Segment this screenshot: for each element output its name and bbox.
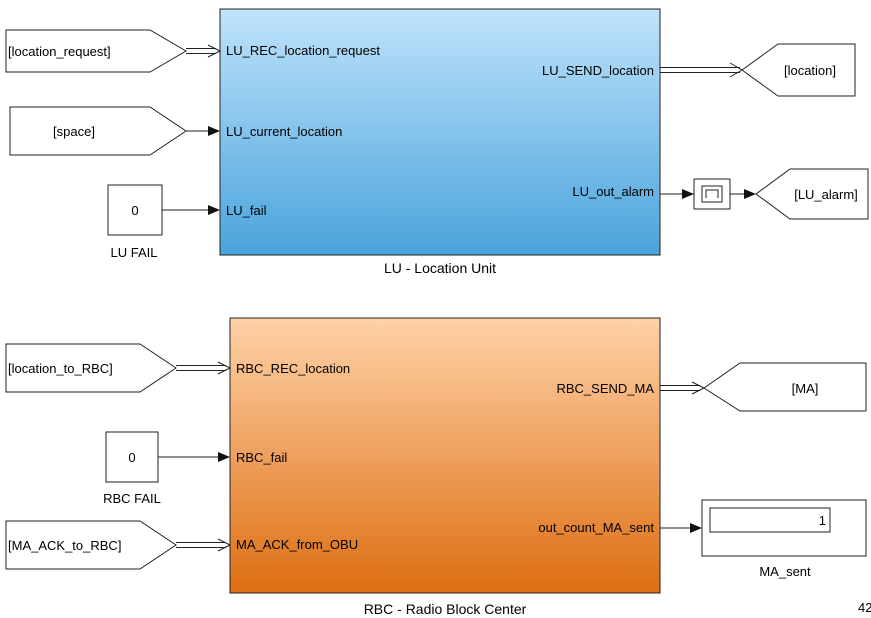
from-tag-ma-ack-to-rbc-label: [MA_ACK_to_RBC] <box>8 538 121 553</box>
constant-rbc-fail[interactable]: 0 <box>105 431 159 483</box>
rbc-input-port-1: RBC_REC_location <box>236 361 350 376</box>
memory-icon <box>701 185 723 203</box>
signal-line-alarm <box>660 189 694 199</box>
from-tag-location-request[interactable]: [location_request] <box>5 29 187 73</box>
from-tag-location-to-rbc[interactable]: [location_to_RBC] <box>5 343 177 393</box>
from-tag-location-to-rbc-label: [location_to_RBC] <box>8 361 113 376</box>
goto-tag-lu-alarm[interactable]: [LU_alarm] <box>755 168 869 220</box>
goto-tag-location-label: [location] <box>784 63 836 78</box>
signal-line-lu-fail <box>162 205 220 215</box>
goto-tag-ma-label: [MA] <box>792 381 819 396</box>
signal-line-alarm-out <box>730 189 756 199</box>
lu-input-port-2: LU_current_location <box>226 124 342 139</box>
rbc-subsystem-block[interactable]: RBC_REC_location RBC_fail MA_ACK_from_OB… <box>229 317 661 594</box>
signal-line-rbc-fail <box>158 452 230 462</box>
rbc-input-port-3: MA_ACK_from_OBU <box>236 537 358 552</box>
lu-output-port-1: LU_SEND_location <box>542 63 654 78</box>
display-ma-sent[interactable]: 1 <box>701 499 867 557</box>
constant-lu-fail-label: LU FAIL <box>111 245 158 260</box>
display-ma-sent-label: MA_sent <box>759 564 811 579</box>
constant-lu-fail[interactable]: 0 <box>107 184 163 236</box>
bus-line-location-to-rbc <box>176 361 232 375</box>
signal-line-space <box>186 126 220 136</box>
constant-rbc-fail-label: RBC FAIL <box>103 491 161 506</box>
display-ma-sent-value: 1 <box>819 513 826 528</box>
constant-rbc-fail-value: 0 <box>128 450 135 465</box>
rbc-block-title: RBC - Radio Block Center <box>364 601 527 617</box>
bus-line-ma-out <box>660 381 706 395</box>
bus-line-location-out <box>660 62 743 78</box>
lu-input-port-1: LU_REC_location_request <box>226 43 380 58</box>
from-tag-location-request-label: [location_request] <box>8 44 111 59</box>
goto-tag-ma[interactable]: [MA] <box>703 362 867 412</box>
memory-block[interactable] <box>693 178 731 210</box>
lu-output-port-2: LU_out_alarm <box>572 184 654 199</box>
lu-block-title: LU - Location Unit <box>384 260 496 276</box>
goto-tag-lu-alarm-label: [LU_alarm] <box>794 187 858 202</box>
lu-subsystem-block[interactable]: LU_REC_location_request LU_current_locat… <box>219 8 661 256</box>
rbc-output-port-1: RBC_SEND_MA <box>556 381 654 396</box>
goto-tag-location[interactable]: [location] <box>741 43 856 97</box>
bus-line-location-request <box>186 44 222 58</box>
from-tag-ma-ack-to-rbc[interactable]: [MA_ACK_to_RBC] <box>5 520 177 570</box>
rbc-input-port-2: RBC_fail <box>236 450 287 465</box>
from-tag-space-label: [space] <box>53 124 95 139</box>
from-tag-space[interactable]: [space] <box>9 106 187 156</box>
signal-line-ma-count <box>660 523 702 533</box>
lu-input-port-3: LU_fail <box>226 203 267 218</box>
rbc-output-port-2: out_count_MA_sent <box>538 520 654 535</box>
bus-line-ma-ack <box>176 538 232 552</box>
constant-lu-fail-value: 0 <box>131 203 138 218</box>
corner-number: 42 <box>858 600 871 615</box>
